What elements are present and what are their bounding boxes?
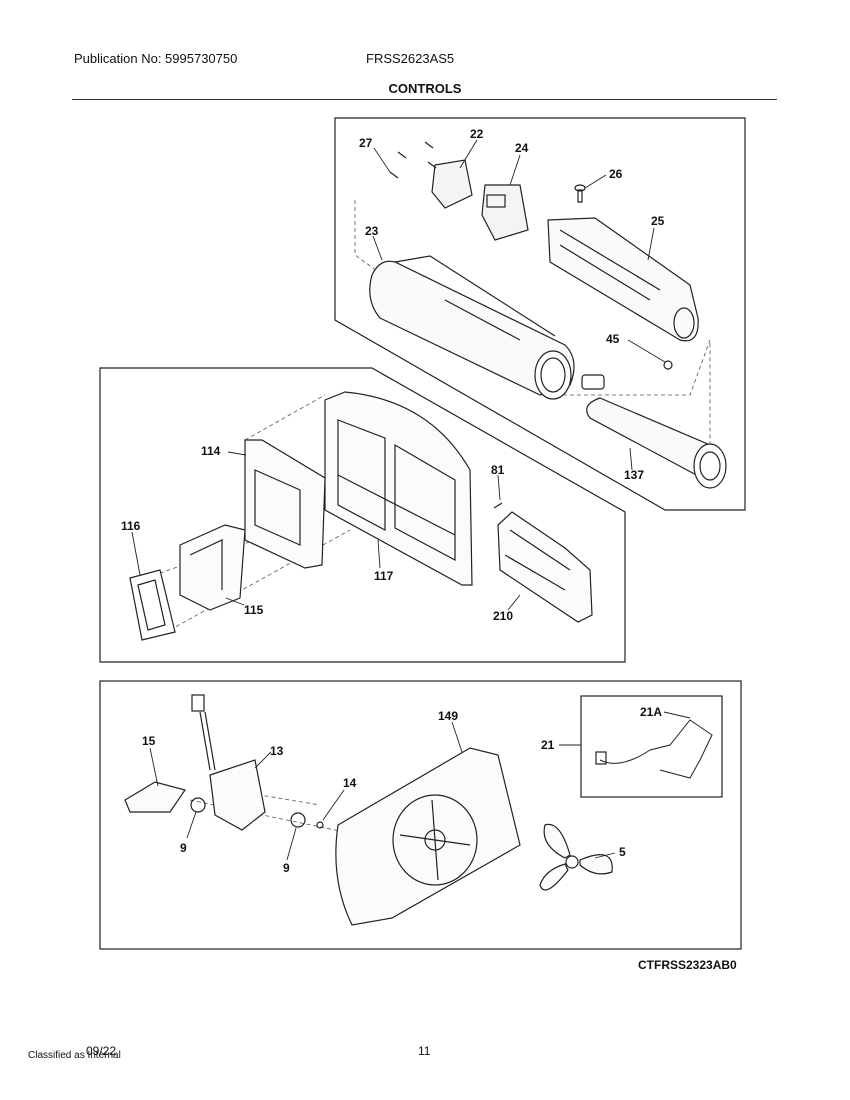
callout-15: 15 xyxy=(142,734,156,748)
fan-motor xyxy=(191,694,266,831)
callout-23: 23 xyxy=(365,224,379,238)
callout-81: 81 xyxy=(491,463,505,477)
callout-25: 25 xyxy=(651,214,665,228)
inset-wire-harness xyxy=(580,695,723,798)
callout-9-left: 9 xyxy=(180,841,187,855)
callout-5: 5 xyxy=(619,845,626,859)
dispenser-housing xyxy=(324,391,473,586)
callout-210: 210 xyxy=(493,609,513,623)
filter-housing-tube xyxy=(369,255,575,400)
callout-45: 45 xyxy=(606,332,620,346)
callout-21: 21 xyxy=(541,738,555,752)
callout-13: 13 xyxy=(270,744,284,758)
callout-27: 27 xyxy=(359,136,373,150)
fan-shroud xyxy=(335,747,521,926)
panel-dispenser-housing xyxy=(99,367,626,663)
panel-water-filter xyxy=(334,117,746,511)
publication-number: Publication No: 5995730750 xyxy=(74,51,238,66)
dispenser-drip-tray xyxy=(497,511,593,623)
dispenser-actuator xyxy=(179,524,246,611)
dispenser-bracket xyxy=(244,439,326,569)
page-title: CONTROLS xyxy=(388,81,462,96)
panel-fan-assembly xyxy=(99,680,742,950)
filter-bypass-cap xyxy=(431,159,473,209)
fan-blade xyxy=(539,823,613,891)
classification-label: Classified as Internal xyxy=(28,1050,121,1061)
callout-9-right: 9 xyxy=(283,861,290,875)
callout-24: 24 xyxy=(515,141,529,155)
page-number: 11 xyxy=(418,1044,431,1058)
callout-116: 116 xyxy=(121,519,141,533)
dispenser-frame xyxy=(129,569,176,641)
diagram-reference-code: CTFRSS2323AB0 xyxy=(638,958,737,972)
callout-21A: 21A xyxy=(640,705,662,719)
water-filter-cartridge xyxy=(581,374,727,489)
wire-harness xyxy=(599,719,713,779)
callout-149: 149 xyxy=(438,709,458,723)
motor-bracket xyxy=(124,781,186,813)
callout-115: 115 xyxy=(244,603,264,617)
revision-date: 09/22 xyxy=(86,1044,117,1058)
callout-22: 22 xyxy=(470,127,484,141)
callout-114: 114 xyxy=(201,444,221,458)
model-number: FRSS2623AS5 xyxy=(366,51,455,66)
callout-117: 117 xyxy=(374,569,394,583)
filter-head-bracket xyxy=(547,217,699,342)
filter-valve-block xyxy=(481,184,529,241)
header-divider xyxy=(72,99,777,100)
callout-14: 14 xyxy=(343,776,357,790)
callout-26: 26 xyxy=(609,167,623,181)
callout-137: 137 xyxy=(624,468,644,482)
